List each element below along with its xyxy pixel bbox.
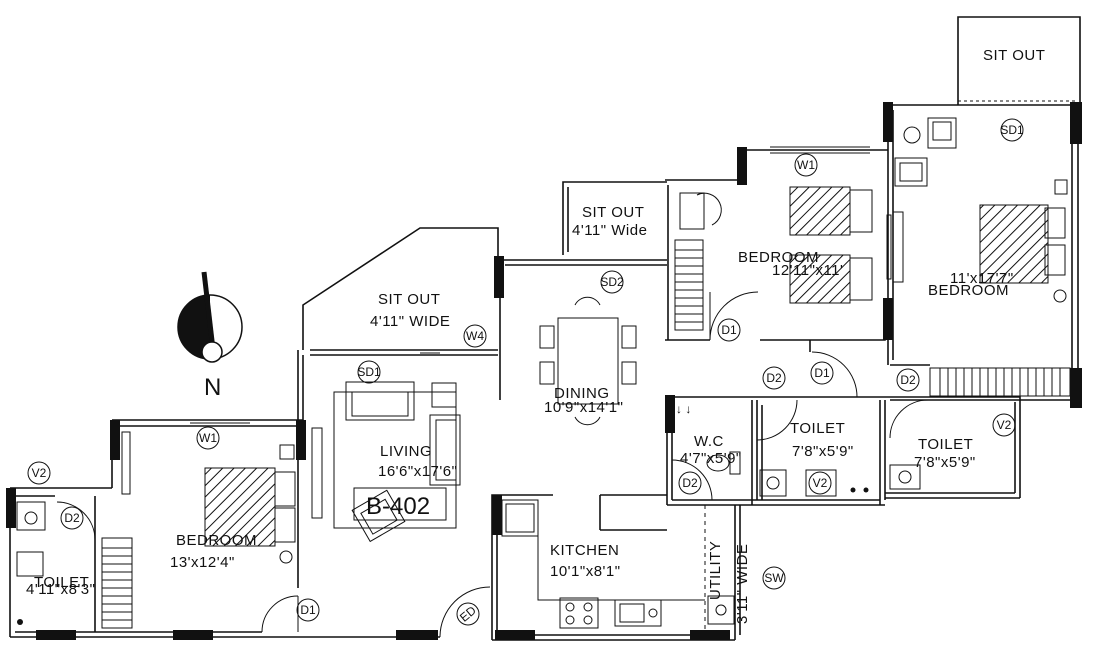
room-size-toilet-right: 7'8"x5'9" [914,454,976,471]
tag-d2-wc: D2 [682,476,698,490]
tag-v2-mid: V2 [813,476,828,490]
room-name-bedroom-right: BEDROOM [928,282,1009,299]
north-arrow-icon [177,271,243,363]
room-size-kitchen: 10'1"x8'1" [550,563,621,580]
room-labels: SIT OUT SIT OUT 4'11" Wide SIT OUT 4'11"… [26,47,1045,624]
tag-sd1-living: SD1 [357,365,381,379]
tag-v2-left: V2 [32,466,47,480]
room-size-bedroom-center: 12'11"x11' [772,262,843,279]
tag-w4: W4 [466,329,484,343]
tag-w1-center: W1 [797,158,815,172]
tag-d1-center: D1 [721,323,737,337]
wardrobes [101,239,1071,629]
walls [9,16,1081,641]
room-size-living: 16'6"x17'6" [378,463,457,480]
room-size-wc: 4'7"x5'9" [680,450,742,467]
tag-sd1-right: SD1 [1000,123,1024,137]
room-name-sitout-top: SIT OUT [983,47,1045,64]
room-name-dining: DINING [554,385,610,402]
room-size-sitout-mid: 4'11" Wide [572,222,647,239]
room-name-kitchen: KITCHEN [550,542,619,559]
tag-d2-toilet-mid: D2 [766,371,782,385]
room-name-toilet-left: TOILET [34,574,89,591]
room-size-toilet-left: 4'11"x8'3" [26,581,95,598]
room-size-bedroom-left: 13'x12'4" [170,554,235,571]
room-size-sitout-left: 4'11" WIDE [370,313,450,330]
unit-label: B-402 [366,493,430,520]
columns [6,102,1082,640]
tag-d1-toilet: D1 [814,366,830,380]
room-size-bedroom-right: 11'x17'7" [950,270,1014,287]
opening-tags: SD1 W1 SD2 W4 SD1 D1 D2 D1 D2 V2 V2 D2 W… [27,118,1024,626]
windows [121,146,904,519]
tag-d2-left: D2 [64,511,80,525]
tag-d2-right: D2 [900,373,916,387]
room-size-toilet-mid: 7'8"x5'9" [792,443,854,460]
room-name-utility: UTILITY [707,541,724,600]
svg-text:↓ ↓: ↓ ↓ [676,402,691,416]
room-name-wc: W.C [694,433,724,450]
tag-sd2: SD2 [600,275,624,289]
tag-d1-left: D1 [300,603,316,617]
door-swings [56,291,929,638]
wc-fixtures: ↓ ↓ [676,402,741,475]
room-size-utility: 3'11" WIDE [734,544,751,624]
armchair [351,489,406,543]
room-size-dining: 10'9"x14'1" [544,399,623,416]
room-name-living: LIVING [380,443,432,460]
unit-label-frame [353,487,447,521]
room-name-bedroom-left: BEDROOM [176,532,257,549]
tag-sw: SW [764,571,784,585]
tag-v2-right: V2 [997,418,1012,432]
room-name-toilet-mid: TOILET [790,420,845,437]
north-label: N [204,374,221,401]
room-name-toilet-right: TOILET [918,436,973,453]
room-name-bedroom-center: BEDROOM [738,249,819,266]
room-name-sitout-mid: SIT OUT [582,204,644,221]
room-name-sitout-left: SIT OUT [378,291,440,308]
furniture: ↓ ↓ [16,117,1068,629]
tag-w1-left: W1 [199,431,217,445]
